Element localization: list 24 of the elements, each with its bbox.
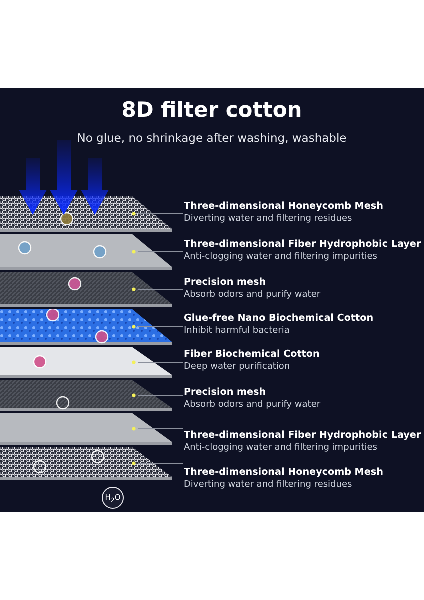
title: 8D filter cotton — [122, 98, 302, 122]
leader-line — [138, 362, 184, 363]
leader-line — [138, 463, 184, 464]
layer-name: Three-dimensional Honeycomb Mesh — [184, 466, 384, 479]
layer-description: Inhibit harmful bacteria — [184, 325, 290, 337]
layer-name: Precision mesh — [184, 386, 266, 399]
leader-line — [138, 326, 184, 328]
leader-line — [138, 289, 184, 290]
layer-name: Three-dimensional Fiber Hydrophobic Layer — [184, 429, 422, 442]
layer-description: Anti-clogging water and filtering impurities — [184, 251, 378, 263]
layer-description: Absorb odors and purify water — [184, 289, 321, 301]
layer-description: Anti-clogging water and filtering impurities — [184, 442, 378, 454]
layer-description: Deep water purification — [184, 361, 290, 373]
leader-line — [138, 395, 184, 396]
layer-description: Diverting water and filtering residues — [184, 479, 352, 491]
layer-name: Precision mesh — [184, 276, 266, 289]
layer-name: Glue-free Nano Biochemical Cotton — [184, 312, 374, 325]
layer-name: Three-dimensional Fiber Hydrophobic Layer — [184, 238, 422, 251]
layer-description: Diverting water and filtering residues — [184, 213, 352, 225]
layer-description: Absorb odors and purify water — [184, 399, 321, 411]
layer-name: Fiber Biochemical Cotton — [184, 348, 320, 361]
subtitle: No glue, no shrinkage after washing, washable — [77, 131, 347, 145]
leader-line — [138, 428, 184, 430]
layer-name: Three-dimensional Honeycomb Mesh — [184, 200, 384, 213]
